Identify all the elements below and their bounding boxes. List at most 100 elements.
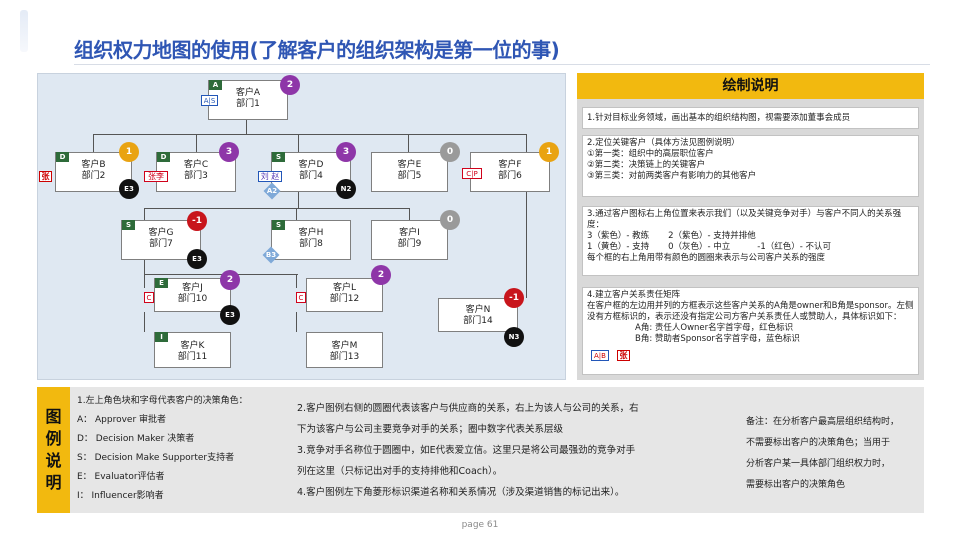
customer-dept: 部门6 bbox=[498, 171, 522, 181]
role-badge-evaluator: E bbox=[155, 278, 168, 288]
page-number: page 61 bbox=[461, 520, 499, 530]
title-accent-bar bbox=[20, 10, 28, 52]
customer-dept: 部门14 bbox=[463, 316, 493, 326]
customer-dept: 部门12 bbox=[329, 294, 360, 304]
connector bbox=[144, 208, 410, 209]
role-badge-supporter: S bbox=[272, 220, 285, 230]
competitor-circle: E3 bbox=[187, 249, 207, 269]
connector bbox=[196, 134, 197, 152]
customer-name: 客户L bbox=[332, 283, 356, 293]
legend: 图 例 说 明 1.左上角色块和字母代表客户的决策角色： A： Approver… bbox=[37, 387, 924, 513]
connector bbox=[296, 208, 297, 220]
owner-tag: A|S bbox=[201, 95, 218, 106]
customer-name: 客户J bbox=[182, 283, 203, 293]
relationship-circle: 2 bbox=[220, 270, 240, 290]
connector bbox=[408, 134, 409, 152]
channel-diamond: A2 bbox=[263, 182, 281, 200]
connector bbox=[144, 208, 145, 220]
owner-tag: C bbox=[144, 292, 154, 303]
relationship-circle: 0 bbox=[440, 210, 460, 230]
connector bbox=[296, 312, 297, 332]
relationship-circle: -1 bbox=[504, 288, 524, 308]
owner-name-tag: 张 bbox=[617, 350, 630, 361]
relationship-circle: 0 bbox=[440, 142, 460, 162]
role-badge-approver: A bbox=[209, 80, 222, 90]
customer-name: 客户F bbox=[498, 160, 522, 170]
customer-dept: 部门13 bbox=[329, 352, 360, 362]
competitor-circle: N2 bbox=[336, 179, 356, 199]
customer-name: 客户I bbox=[399, 228, 420, 238]
connector bbox=[298, 134, 299, 152]
customer-node-f[interactable]: 客户F 部门6 bbox=[470, 152, 550, 192]
owner-sponsor-tag: A|B bbox=[591, 350, 609, 361]
customer-dept: 部门2 bbox=[81, 171, 106, 181]
connector bbox=[246, 119, 247, 134]
channel-label: A2 bbox=[266, 187, 278, 195]
customer-node-e[interactable]: 客户E 部门5 bbox=[371, 152, 448, 192]
instruction-3: 3.通过客户图标右上角位置来表示我们（以及关键竞争对手）与客户不同人的关系强度：… bbox=[582, 206, 919, 276]
customer-node-l[interactable]: 客户L 部门12 bbox=[306, 278, 383, 312]
connector bbox=[93, 134, 526, 135]
relationship-circle: 2 bbox=[280, 75, 300, 95]
customer-name: 客户A bbox=[235, 88, 261, 98]
legend-roles: 1.左上角色块和字母代表客户的决策角色： A： Approver 审批者 D： … bbox=[77, 396, 248, 501]
channel-diamond: B3 bbox=[262, 246, 280, 264]
legend-label: 图 例 说 明 bbox=[37, 387, 70, 513]
owner-tag: 张李 bbox=[144, 171, 168, 182]
connector bbox=[526, 134, 527, 152]
role-badge-decision-maker: D bbox=[157, 152, 170, 162]
channel-label: B3 bbox=[265, 251, 277, 259]
competitor-circle: E3 bbox=[220, 305, 240, 325]
role-badge-decision-maker: D bbox=[56, 152, 69, 162]
customer-dept: 部门3 bbox=[184, 171, 208, 181]
customer-dept: 部门8 bbox=[299, 239, 323, 249]
role-badge-supporter: S bbox=[272, 152, 285, 162]
legend-relationships: 2.客户图例右侧的圆圈代表该客户与供应商的关系，右上为该人与公司的关系，右 下为… bbox=[297, 403, 639, 498]
customer-dept: 部门7 bbox=[149, 239, 173, 249]
relationship-circle: 3 bbox=[219, 142, 239, 162]
relationship-circle: 1 bbox=[119, 142, 139, 162]
panel-header: 绘制说明 bbox=[577, 73, 924, 99]
customer-name: 客户H bbox=[298, 228, 324, 238]
customer-node-i[interactable]: 客户I 部门9 bbox=[371, 220, 448, 260]
role-badge-supporter: S bbox=[122, 220, 135, 230]
role-badge-influencer: I bbox=[155, 332, 168, 342]
connector bbox=[296, 274, 297, 288]
panel-title: 绘制说明 bbox=[722, 78, 779, 94]
drawing-instructions-panel: 绘制说明 1.针对目标业务领域，画出基本的组织结构图，视需要添加董事会成员 2.… bbox=[577, 73, 924, 380]
page-title: 组织权力地图的使用(了解客户的组织架构是第一位的事) bbox=[74, 38, 560, 62]
instruction-2: 2.定位关键客户（具体方法见图例说明） ①第一类：组织中的高层职位客户 ②第二类… bbox=[582, 135, 919, 197]
connector bbox=[526, 192, 527, 298]
competitor-circle: N3 bbox=[504, 327, 524, 347]
customer-name: 客户C bbox=[183, 160, 209, 170]
customer-node-m[interactable]: 客户M 部门13 bbox=[306, 332, 383, 368]
customer-dept: 部门11 bbox=[177, 352, 208, 362]
org-chart: 客户A 部门1 A A|S 2 客户B 部门2 D 张 1 E3 客户C 部门3… bbox=[37, 73, 566, 380]
title-divider bbox=[74, 64, 930, 65]
owner-tag: C|P bbox=[462, 168, 482, 179]
competitor-circle: E3 bbox=[119, 179, 139, 199]
customer-name: 客户B bbox=[81, 160, 106, 170]
legend-notes: 备注：在分析客户最高层组织结构时， 不需要标出客户的决策角色；当用于 分析客户某… bbox=[746, 417, 900, 490]
instruction-1: 1.针对目标业务领域，画出基本的组织结构图，视需要添加董事会成员 bbox=[582, 107, 919, 129]
customer-dept: 部门10 bbox=[177, 294, 208, 304]
customer-name: 客户E bbox=[397, 160, 422, 170]
owner-tag: 张 bbox=[39, 171, 52, 182]
customer-name: 客户N bbox=[465, 305, 491, 315]
relationship-circle: -1 bbox=[187, 211, 207, 231]
connector bbox=[93, 134, 94, 152]
owner-tag: C bbox=[296, 292, 306, 303]
customer-name: 客户G bbox=[148, 228, 174, 238]
owner-tag: 刘 赵 bbox=[258, 171, 282, 182]
connector bbox=[144, 274, 145, 288]
customer-name: 客户D bbox=[298, 160, 324, 170]
instruction-4: 4.建立客户关系责任矩阵 在客户框的左边用并列的方框表示这些客户关系的A角是ow… bbox=[582, 287, 919, 375]
connector bbox=[409, 208, 410, 220]
customer-name: 客户M bbox=[331, 341, 358, 351]
relationship-circle: 2 bbox=[371, 265, 391, 285]
customer-dept: 部门5 bbox=[397, 171, 422, 181]
connector bbox=[298, 192, 299, 208]
customer-node-n[interactable]: 客户N 部门14 bbox=[438, 298, 518, 332]
customer-dept: 部门9 bbox=[397, 239, 422, 249]
